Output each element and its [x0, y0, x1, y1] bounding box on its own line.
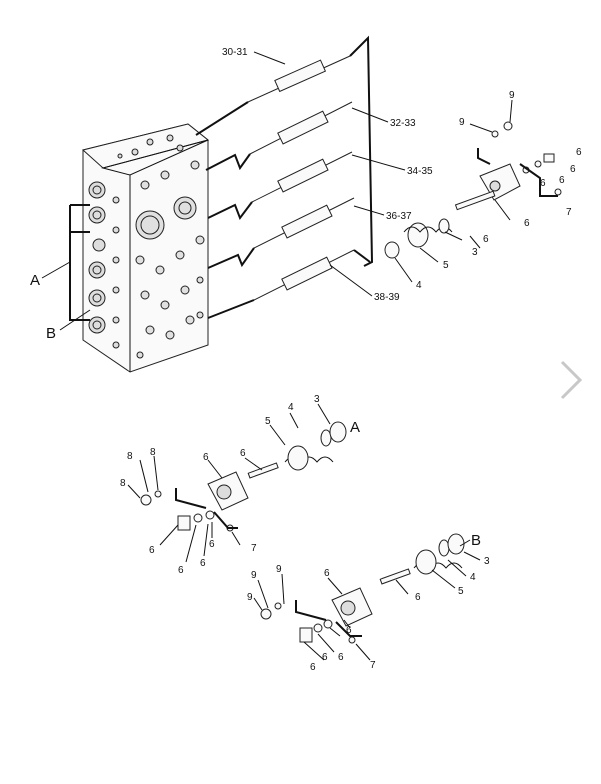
label-part-6: 6 [570, 164, 576, 175]
label-spool-38-39: 38-39 [374, 292, 400, 303]
label-part-6: 6 [310, 662, 316, 673]
spool-30-31 [247, 55, 351, 103]
label-part-6: 6 [322, 652, 328, 663]
label-part-7: 7 [566, 207, 572, 218]
valve-body [81, 123, 210, 373]
label-part-6: 6 [149, 545, 155, 556]
callout-b: B [46, 325, 56, 342]
label-part-6: 6 [483, 234, 489, 245]
label-part-3: 3 [484, 556, 490, 567]
label-spool-36-37: 36-37 [386, 211, 412, 222]
leader-lines [41, 51, 513, 661]
spool-34-35 [251, 151, 353, 203]
label-part-3: 3 [472, 247, 478, 258]
label-part-6: 6 [338, 652, 344, 663]
label-part-4: 4 [470, 572, 476, 583]
callout-b-detail: B [471, 532, 481, 549]
label-part-6: 6 [200, 558, 206, 569]
label-part-6: 6 [540, 178, 546, 189]
label-part-6: 6 [346, 625, 352, 636]
bottom-cap-assembly [260, 533, 465, 644]
label-part-6: 6 [178, 565, 184, 576]
label-part-9: 9 [251, 570, 257, 581]
label-spool-34-35: 34-35 [407, 166, 433, 177]
top-cap-assembly [384, 121, 562, 259]
label-part-9: 9 [509, 90, 515, 101]
callout-a-detail: A [350, 419, 360, 436]
middle-cap-assembly [140, 421, 347, 532]
label-part-8: 8 [120, 478, 126, 489]
label-part-9: 9 [247, 592, 253, 603]
label-part-6: 6 [524, 218, 530, 229]
label-part-9: 9 [459, 117, 465, 128]
label-part-7: 7 [370, 660, 376, 671]
label-part-8: 8 [150, 447, 156, 458]
label-part-6: 6 [415, 592, 421, 603]
label-part-6: 6 [240, 448, 246, 459]
label-part-4: 4 [416, 280, 422, 291]
spool-32-33 [249, 101, 353, 155]
label-part-6: 6 [576, 147, 582, 158]
label-part-8: 8 [127, 451, 133, 462]
label-part-9: 9 [276, 564, 282, 575]
spool-connectors [195, 35, 374, 319]
spool-36-37 [253, 197, 355, 249]
label-part-6: 6 [559, 175, 565, 186]
label-part-5: 5 [265, 416, 271, 427]
label-spool-32-33: 32-33 [390, 118, 416, 129]
label-part-6: 6 [209, 539, 215, 550]
spool-38-39 [253, 249, 355, 301]
label-spool-30-31: 30-31 [222, 47, 248, 58]
label-part-4: 4 [288, 402, 294, 413]
label-part-5: 5 [458, 586, 464, 597]
callout-a: A [30, 272, 40, 289]
label-part-6: 6 [203, 452, 209, 463]
label-part-5: 5 [443, 260, 449, 271]
label-part-3: 3 [314, 394, 320, 405]
chevron-right-icon[interactable] [556, 358, 586, 402]
label-part-6: 6 [324, 568, 330, 579]
label-part-7: 7 [251, 543, 257, 554]
part-labels: 30-31 32-33 34-35 36-37 38-39 A B 9 9 6 … [30, 47, 582, 673]
